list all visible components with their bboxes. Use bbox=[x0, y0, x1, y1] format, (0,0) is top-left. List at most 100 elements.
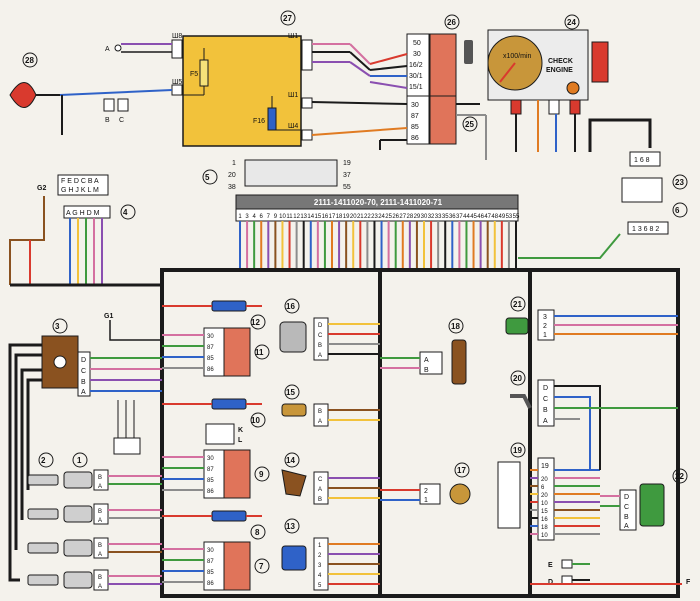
injector-pin-b: B bbox=[98, 475, 102, 481]
m3-pin-a: A bbox=[81, 389, 86, 396]
ecu-pin-36: 36 bbox=[449, 214, 456, 220]
conn5-pin-19: 19 bbox=[343, 160, 351, 167]
s22-pin-a: A bbox=[624, 523, 629, 530]
ecu-pin-23: 23 bbox=[371, 214, 378, 220]
label-g2: G2 bbox=[37, 185, 46, 192]
callout-ring bbox=[250, 524, 266, 540]
s22-pin-d: D bbox=[624, 494, 629, 501]
s22-pin-b: B bbox=[624, 514, 629, 521]
callout-15: 15 bbox=[286, 388, 295, 397]
callout-11: 11 bbox=[255, 348, 264, 357]
sensor-pin: B bbox=[318, 409, 322, 415]
callout-ring bbox=[284, 452, 300, 468]
callout-12: 12 bbox=[251, 318, 260, 327]
s21-pin-2: 2 bbox=[543, 323, 547, 330]
b19-pin-19: 19 bbox=[541, 463, 549, 470]
ecu-pin-47: 47 bbox=[484, 214, 491, 220]
ecu-pin-15: 15 bbox=[315, 214, 322, 220]
callout-1: 1 bbox=[77, 456, 82, 465]
callout-27: 27 bbox=[283, 14, 292, 23]
ecu-pin-32: 32 bbox=[428, 214, 435, 220]
injector-pin-b: B bbox=[98, 509, 102, 515]
fuse-f16-label: F16 bbox=[253, 118, 265, 125]
check-engine-label-2: ENGINE bbox=[546, 67, 573, 74]
s18-pin-b: B bbox=[424, 367, 429, 374]
callout-6: 6 bbox=[675, 206, 680, 215]
sensor-14 bbox=[281, 469, 307, 497]
ecu-pin-16: 16 bbox=[322, 214, 329, 220]
callout-26: 26 bbox=[447, 18, 456, 27]
b19-pin-15: 15 bbox=[541, 509, 548, 515]
ecu-pin-6: 6 bbox=[260, 214, 264, 220]
relay-pin-85: 85 bbox=[207, 478, 214, 484]
ecu-pin-46: 46 bbox=[477, 214, 484, 220]
label-g1: G1 bbox=[104, 313, 113, 320]
ecu-pin-21: 21 bbox=[357, 214, 364, 220]
b19-pin-6: 6 bbox=[541, 485, 545, 491]
sh5-label: Ш5 bbox=[172, 79, 182, 86]
ecu-pin-17: 17 bbox=[329, 214, 336, 220]
relay-pin-30: 30 bbox=[207, 456, 214, 462]
relay-pin-85: 85 bbox=[207, 570, 214, 576]
check-engine-label-1: CHECK bbox=[548, 58, 573, 65]
ecu-pin-29: 29 bbox=[414, 214, 421, 220]
injector-pin-a: A bbox=[98, 584, 102, 590]
callout-2: 2 bbox=[41, 456, 46, 465]
conn4-pins: A G H D M bbox=[66, 210, 100, 217]
b19-pin-10: 10 bbox=[541, 533, 548, 539]
ecu-wires bbox=[162, 221, 678, 272]
callout-25: 25 bbox=[465, 120, 474, 129]
injector-pin-a: A bbox=[98, 552, 102, 558]
ecu-pin-22: 22 bbox=[364, 214, 371, 220]
callout-ring bbox=[254, 466, 270, 482]
conn5-pin-38: 38 bbox=[228, 184, 236, 191]
sensor-pin: A bbox=[318, 487, 322, 493]
callout-ring bbox=[250, 412, 266, 428]
terminal-a: A bbox=[105, 46, 110, 53]
callout-16: 16 bbox=[286, 302, 295, 311]
callout-22: 22 bbox=[675, 472, 684, 481]
sensor-connector bbox=[313, 403, 329, 427]
ecu-to-diag-wire bbox=[518, 233, 621, 259]
terminal-e: E bbox=[548, 562, 553, 569]
sensor-pin: B bbox=[318, 343, 322, 349]
ignition-switch-26 bbox=[429, 33, 457, 97]
ecu-pin-14: 14 bbox=[307, 214, 314, 220]
ecu-pin-7: 7 bbox=[267, 214, 271, 220]
callout-ring bbox=[250, 314, 266, 330]
pin-50: 50 bbox=[413, 40, 421, 47]
s21-pin-3: 3 bbox=[543, 314, 547, 321]
relay-pin-86: 86 bbox=[207, 581, 214, 587]
sensor-pin: D bbox=[318, 323, 323, 329]
relay-9 bbox=[223, 449, 251, 499]
ecu-pin-53: 53 bbox=[506, 214, 513, 220]
conn6-top-pins: 1 6 8 bbox=[634, 157, 650, 164]
b19-pin-18: 18 bbox=[541, 525, 548, 531]
sensor-17 bbox=[449, 483, 471, 505]
sensor-pin: A bbox=[318, 353, 322, 359]
callout-9: 9 bbox=[259, 470, 264, 479]
callout-10: 10 bbox=[251, 416, 260, 425]
sensor-pin: 4 bbox=[318, 573, 322, 579]
sh4-label: Ш4 bbox=[288, 123, 298, 130]
conn4-row1: F E D C B A bbox=[61, 178, 99, 185]
fuse-10 bbox=[211, 398, 247, 410]
terminal-l: L bbox=[238, 437, 243, 444]
diag-connector-23 bbox=[621, 177, 663, 203]
callout-ring bbox=[254, 558, 270, 574]
callout-ring bbox=[284, 298, 300, 314]
relay-25-connector bbox=[406, 95, 430, 145]
s20-pin-d: D bbox=[543, 385, 548, 392]
ecu-connector-5 bbox=[244, 159, 338, 187]
sh8-label: Ш8 bbox=[172, 33, 182, 40]
sensor-pin: A bbox=[318, 419, 322, 425]
terminal-k: K bbox=[238, 427, 243, 434]
callout-8: 8 bbox=[255, 528, 260, 537]
conn5-pin-20: 20 bbox=[228, 172, 236, 179]
tachometer-needle bbox=[499, 62, 516, 83]
relay-pin-85: 85 bbox=[207, 356, 214, 362]
fuse-f16 bbox=[267, 107, 277, 131]
